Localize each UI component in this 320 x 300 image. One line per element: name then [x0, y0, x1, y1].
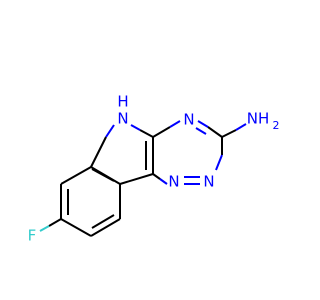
- atom-h-ring: H: [117, 93, 128, 111]
- bond-n4-c3-carbon-half: [207, 126, 223, 138]
- atom-n-bottom-left: N: [168, 173, 179, 191]
- bond-c3-nh2-nitrogen-half: [235, 123, 247, 131]
- atom-n-ring: N: [117, 110, 128, 128]
- bond-c1-c2: [60, 166, 92, 185]
- bond-c-f-carbon-half: [48, 218, 62, 227]
- bond-c8-nh-nitrogen-half: [130, 124, 141, 131]
- bond-n1-c7-nitrogen-half: [159, 178, 168, 185]
- bond-c4-c5: [90, 218, 121, 237]
- atom-fluorine: F: [28, 227, 37, 245]
- bond-c3-c4: [60, 218, 92, 237]
- bond-c6-c7: [119, 173, 154, 185]
- atom-nh2: NH: [247, 110, 270, 128]
- bond-c8-n4-carbon-half: [152, 126, 171, 138]
- molecule-canvas: N H N NH 2 N N F: [27, 92, 280, 245]
- bond-nh-c1-nitrogen-half: [105, 124, 115, 138]
- bond-c6-c1-inner: [91, 168, 115, 182]
- bond-n4-c3-double: [195, 127, 207, 135]
- bond-c4-c5-inner: [91, 214, 115, 229]
- atom-nh2-subscript: 2: [273, 119, 280, 132]
- structure-diagram: N H N NH 2 N N F: [28, 93, 280, 245]
- bond-c3-nh2-carbon-half: [221, 129, 237, 138]
- bond-c3-n2-nitrogen-half: [215, 154, 223, 171]
- bond-n1-c7-carbon-half: [152, 173, 161, 180]
- bond-c8-n4-nitrogen-half: [169, 120, 181, 128]
- bond-n4-c3-nitrogen-half: [197, 120, 209, 128]
- bond-c8-nh-carbon-half: [139, 129, 154, 138]
- bond-c-f-fluorine-half: [39, 225, 50, 232]
- bond-nh-c1-carbon-half: [90, 136, 107, 168]
- atom-n4: N: [183, 111, 194, 129]
- atom-n-bottom-right: N: [203, 173, 214, 191]
